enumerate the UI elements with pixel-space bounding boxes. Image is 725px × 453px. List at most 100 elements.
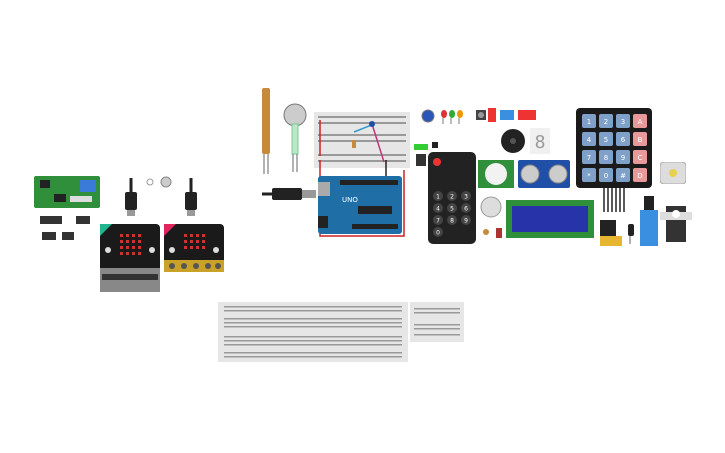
usb-cable-arduino[interactable] (262, 184, 322, 204)
keypad-key[interactable] (616, 132, 630, 146)
keypad-key-label: 9 (621, 154, 625, 162)
remote-key-label: 5 (450, 206, 454, 213)
breadboard-full[interactable] (218, 302, 408, 362)
keypad-key[interactable] (599, 114, 613, 128)
relay[interactable] (600, 236, 622, 246)
remote-key-label: 4 (436, 206, 440, 213)
ceramic-capacitor[interactable] (496, 228, 504, 240)
keypad-key-label: 2 (604, 118, 608, 126)
led-green[interactable] (448, 110, 456, 124)
photoresistor[interactable] (480, 196, 502, 218)
keypad-key-label: B (638, 136, 643, 144)
dip-switch-red[interactable] (518, 110, 536, 120)
lcd-16x2[interactable] (506, 200, 594, 238)
keypad-key-label: 0 (604, 172, 608, 180)
temperature-sensor[interactable] (640, 196, 660, 252)
tilt-sensor[interactable] (482, 228, 490, 238)
keypad-key[interactable] (616, 150, 630, 164)
keypad-key-label: 8 (604, 154, 608, 162)
voltage-regulator[interactable] (600, 220, 616, 236)
microbit-left[interactable] (98, 222, 162, 294)
remote-key[interactable] (447, 191, 457, 201)
keypad-key-label: * (587, 172, 591, 180)
small-chip-2[interactable] (76, 216, 90, 224)
remote-key[interactable] (461, 215, 471, 225)
keypad-key[interactable] (633, 114, 647, 128)
green-led-strip[interactable] (414, 144, 428, 150)
electrolytic-capacitor[interactable] (626, 224, 636, 244)
keypad-key[interactable] (599, 150, 613, 164)
remote-key-label: 1 (436, 194, 440, 201)
push-button[interactable] (476, 110, 486, 120)
ultrasonic-sensor[interactable] (518, 160, 570, 188)
usb-cable-right[interactable] (182, 178, 200, 222)
keypad-key[interactable] (616, 114, 630, 128)
keypad-key-label: 6 (621, 136, 626, 144)
switch-red[interactable] (488, 108, 496, 122)
keypad-key[interactable] (616, 168, 630, 182)
pir-sensor[interactable] (478, 160, 514, 188)
remote-key[interactable] (447, 203, 457, 213)
keypad-key[interactable] (582, 168, 596, 182)
remote-key-label: 7 (436, 218, 440, 225)
remote-key[interactable] (461, 191, 471, 201)
keypad-key-label: 5 (604, 136, 608, 144)
microbit-right[interactable] (162, 222, 226, 274)
remote-key[interactable] (433, 215, 443, 225)
remote-key[interactable] (433, 203, 443, 213)
small-chip-1[interactable] (40, 216, 62, 224)
remote-key-label: 3 (464, 194, 468, 201)
usb-cable-left[interactable] (122, 178, 140, 222)
remote-key[interactable] (461, 203, 471, 213)
force-sensor[interactable] (282, 102, 308, 172)
keypad-key[interactable] (582, 150, 596, 164)
keypad-key-label: A (638, 118, 643, 126)
led-small-icon[interactable] (146, 178, 154, 188)
mini-breadboard[interactable] (314, 112, 410, 168)
keypad-connector (603, 188, 625, 212)
seven-segment-display[interactable]: 8 (530, 128, 550, 154)
arduino-uno[interactable]: UNO (318, 176, 402, 234)
remote-key[interactable] (433, 227, 443, 237)
pcb-module[interactable] (34, 174, 102, 210)
dc-motor[interactable] (660, 162, 686, 184)
remote-key[interactable] (447, 215, 457, 225)
keypad-key[interactable] (633, 150, 647, 164)
ir-receiver[interactable] (416, 154, 426, 166)
breadboard-half[interactable] (410, 302, 464, 342)
keypad-key[interactable] (582, 114, 596, 128)
svg-text:UNO: UNO (342, 196, 358, 204)
remote-key-label: 0 (436, 230, 440, 237)
remote-key-label: 6 (464, 206, 468, 213)
keypad-key-label: D (637, 172, 642, 180)
seven-segment-digit: 8 (535, 132, 546, 153)
keypad-key[interactable] (599, 168, 613, 182)
led-red[interactable] (440, 110, 448, 124)
keypad-key-label: 3 (621, 118, 625, 126)
buzzer-small-icon[interactable] (160, 176, 172, 188)
remote-key-label: 8 (450, 218, 454, 225)
led-yellow[interactable] (456, 110, 464, 124)
potentiometer-small[interactable] (420, 108, 436, 124)
servo-motor[interactable] (660, 196, 692, 252)
keypad-key-label: C (638, 154, 643, 162)
keypad-key-label: # (620, 172, 626, 180)
small-chip-4[interactable] (62, 232, 74, 240)
keypad-key[interactable] (582, 132, 596, 146)
dip-switch-blue[interactable] (500, 110, 514, 120)
piezo-buzzer[interactable] (500, 128, 526, 154)
ir-remote[interactable]: 1 2 3 4 5 6 7 8 9 0 (428, 152, 476, 244)
keypad-key[interactable] (633, 132, 647, 146)
keypad-key[interactable] (599, 132, 613, 146)
remote-key-label: 9 (464, 218, 468, 225)
small-chip-3[interactable] (42, 232, 56, 240)
black-chip[interactable] (432, 142, 438, 148)
flex-sensor[interactable] (260, 88, 272, 174)
remote-key-label: 2 (450, 194, 454, 201)
keypad-key[interactable] (633, 168, 647, 182)
keypad-key-label: 4 (587, 136, 592, 144)
remote-key[interactable] (433, 191, 443, 201)
keypad-key-label: 7 (587, 154, 591, 162)
